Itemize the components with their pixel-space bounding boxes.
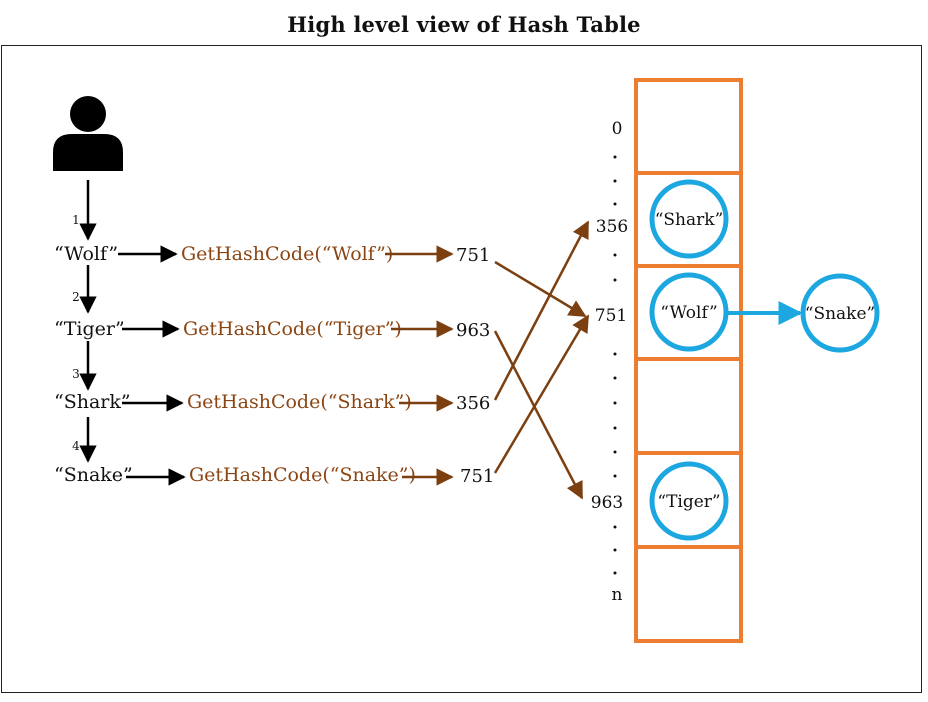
bucket-array: [634, 78, 743, 643]
hash-function-call: GetHashCode(“Shark”): [187, 391, 412, 413]
bucket-node-label: “Shark”: [655, 210, 724, 230]
key-label: “Snake”: [54, 464, 133, 486]
step-number: 1: [72, 213, 80, 227]
hash-value: 356: [456, 393, 490, 414]
index-label: n: [612, 585, 623, 605]
hash-to-index-arrow: [493, 330, 584, 500]
index-label: 356: [596, 217, 628, 237]
key-label: “Shark”: [54, 391, 131, 413]
hash-function-call: GetHashCode(“Snake”): [189, 464, 416, 486]
chain-node-label: “Snake”: [805, 304, 875, 324]
index-label: 963: [591, 493, 623, 513]
user-icon: [53, 96, 123, 171]
step-number: 3: [72, 367, 80, 381]
index-label: 0: [612, 119, 623, 139]
hash-function-call: GetHashCode(“Wolf”): [181, 243, 393, 265]
hash-value: 751: [460, 466, 494, 487]
step-number: 4: [72, 439, 80, 453]
hash-to-index-arrow: [493, 220, 590, 401]
diagram-frame: [1, 45, 922, 693]
bucket-node-label: “Wolf”: [660, 303, 717, 323]
bucket-node-circle: [649, 272, 729, 352]
hash-to-index-arrow: [493, 314, 590, 474]
bucket-node-circle: [649, 461, 729, 541]
bucket-node-circle: [649, 179, 729, 259]
diagram-title: High level view of Hash Table: [287, 12, 641, 37]
chain-node-circle: [800, 273, 880, 353]
hash-value: 963: [456, 320, 490, 341]
hash-to-index-arrow: [494, 260, 587, 318]
bucket-node-label: “Tiger”: [657, 492, 720, 512]
index-ellipsis-dots: [613, 155, 617, 575]
hash-value: 751: [456, 245, 490, 266]
key-label: “Wolf”: [54, 243, 118, 265]
hash-function-call: GetHashCode(“Tiger”): [183, 318, 402, 340]
index-label: 751: [595, 306, 627, 326]
key-label: “Tiger”: [54, 318, 125, 340]
step-number: 2: [72, 290, 80, 304]
